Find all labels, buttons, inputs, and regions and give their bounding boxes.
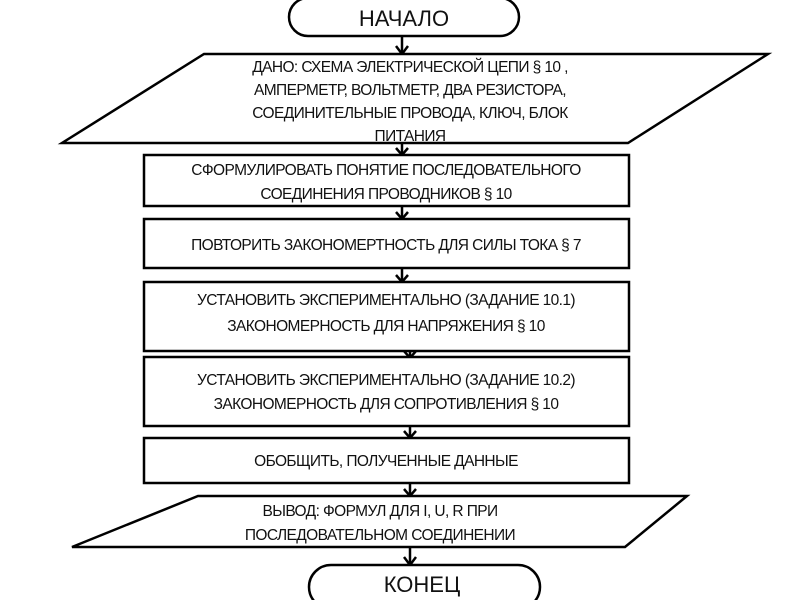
step-text: ОБОБЩИТЬ, ПОЛУЧЕННЫЕ ДАННЫЕ bbox=[254, 453, 518, 470]
step-text: ЗАКОНОМЕРНОСТЬ ДЛЯ СОПРОТИВЛЕНИЯ § 10 bbox=[214, 396, 560, 413]
output-line: ПОСЛЕДОВАТЕЛЬНОМ СОЕДИНЕНИИ bbox=[245, 527, 515, 544]
step-text: УСТАНОВИТЬ ЭКСПЕРИМЕНТАЛЬНО (ЗАДАНИЕ 10.… bbox=[197, 292, 575, 309]
step-summarize: ОБОБЩИТЬ, ПОЛУЧЕННЫЕ ДАННЫЕ bbox=[142, 436, 631, 485]
arrow bbox=[403, 547, 417, 568]
arrow bbox=[395, 268, 409, 284]
end-label: КОНЕЦ bbox=[384, 572, 461, 597]
given-line: АМПЕРМЕТР, ВОЛЬТМЕТР, ДВА РЕЗИСТОРА, bbox=[254, 82, 566, 99]
start-terminator: НАЧАЛО bbox=[287, 0, 521, 38]
start-label: НАЧАЛО bbox=[359, 6, 449, 31]
arrow bbox=[403, 483, 417, 498]
step-text: СФОРМУЛИРОВАТЬ ПОНЯТИЕ ПОСЛЕДОВАТЕЛЬНОГО bbox=[191, 162, 581, 179]
output-line: ВЫВОД: ФОРМУЛ ДЛЯ I, U, R ПРИ bbox=[262, 503, 497, 520]
step-text: ПОВТОРИТЬ ЗАКОНОМЕРТНОСТЬ ДЛЯ СИЛЫ ТОКА … bbox=[191, 237, 581, 254]
given-line: ДАНО: СХЕМА ЭЛЕКТРИЧЕСКОЙ ЦЕПИ § 10 , bbox=[252, 58, 568, 76]
step-voltage: УСТАНОВИТЬ ЭКСПЕРИМЕНТАЛЬНО (ЗАДАНИЕ 10.… bbox=[142, 280, 631, 353]
step-repeat-current: ПОВТОРИТЬ ЗАКОНОМЕРТНОСТЬ ДЛЯ СИЛЫ ТОКА … bbox=[142, 217, 631, 270]
arrow bbox=[403, 426, 417, 440]
given-line: ПИТАНИЯ bbox=[375, 128, 446, 145]
arrow bbox=[395, 206, 409, 221]
output-block: ВЫВОД: ФОРМУЛ ДЛЯ I, U, R ПРИ ПОСЛЕДОВАТ… bbox=[71, 494, 691, 549]
end-terminator: КОНЕЦ bbox=[307, 563, 542, 600]
step-text: УСТАНОВИТЬ ЭКСПЕРИМЕНТАЛЬНО (ЗАДАНИЕ 10.… bbox=[197, 372, 575, 389]
given-input-block: ДАНО: СХЕМА ЭЛЕКТРИЧЕСКОЙ ЦЕПИ § 10 , АМ… bbox=[57, 52, 773, 145]
given-line: СОЕДИНИТЕЛЬНЫЕ ПРОВОДА, КЛЮЧ, БЛОК bbox=[252, 105, 568, 122]
step-resistance: УСТАНОВИТЬ ЭКСПЕРИМЕНТАЛЬНО (ЗАДАНИЕ 10.… bbox=[142, 355, 631, 428]
step-text: ЗАКОНОМЕРНОСТЬ ДЛЯ НАПРЯЖЕНИЯ § 10 bbox=[227, 318, 545, 335]
arrow bbox=[395, 37, 409, 57]
step-text: СОЕДИНЕНИЯ ПРОВОДНИКОВ § 10 bbox=[260, 186, 512, 203]
step-formulate: СФОРМУЛИРОВАТЬ ПОНЯТИЕ ПОСЛЕДОВАТЕЛЬНОГО… bbox=[142, 153, 631, 208]
